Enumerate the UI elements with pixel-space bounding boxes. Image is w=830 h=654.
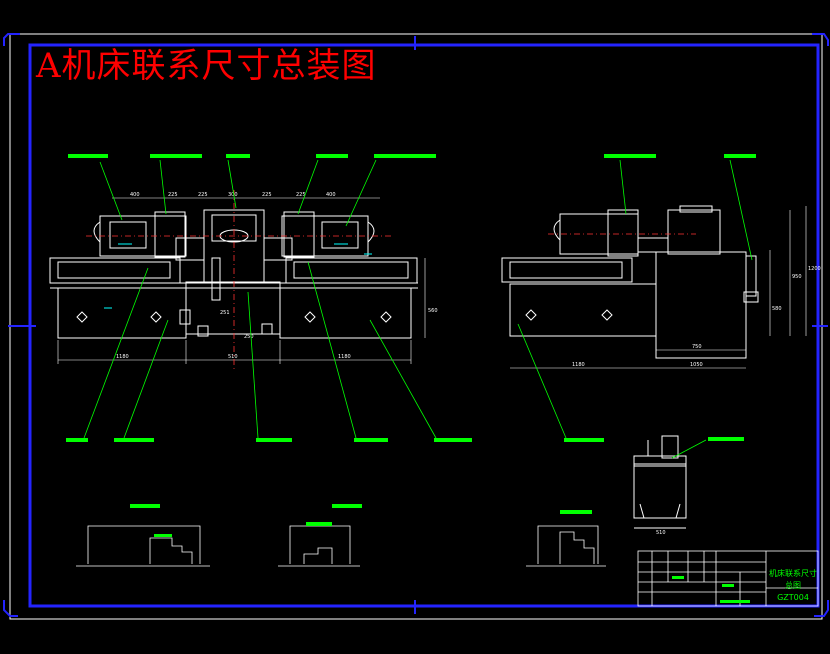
title-block-name-line2: 总图 bbox=[785, 581, 801, 590]
title-block-drawing-name: 机床联系尺寸 总图 bbox=[768, 568, 818, 592]
dim-front-right: 560 bbox=[428, 308, 438, 314]
cycle-diagrams bbox=[76, 525, 606, 567]
side-view bbox=[501, 205, 807, 369]
title-block-drawing-code: GZT004 bbox=[777, 593, 809, 602]
side-bed-base bbox=[509, 283, 657, 337]
title-block-name-line1: 机床联系尺寸 bbox=[769, 569, 817, 578]
dim-front-top-1: 400 bbox=[130, 192, 140, 198]
title-block bbox=[637, 550, 819, 607]
cycle-diagram-center bbox=[289, 525, 351, 564]
front-hidden-lines bbox=[104, 243, 372, 309]
dim-side-right-1: 1200 bbox=[808, 266, 821, 272]
corner-mark-br bbox=[814, 600, 829, 617]
cycle-diagram-left bbox=[87, 525, 201, 564]
dim-front-top-3: 225 bbox=[198, 192, 208, 198]
cycle-diagram-right bbox=[537, 525, 599, 564]
side-column bbox=[655, 251, 747, 359]
detail-view bbox=[633, 435, 687, 529]
corner-mark-bl bbox=[3, 600, 18, 617]
dim-front-bottom-1: 1180 bbox=[116, 354, 129, 360]
cycle-diagram-label-marks bbox=[130, 504, 592, 537]
dim-side-right-3: 580 bbox=[772, 306, 782, 312]
sheet-frame bbox=[3, 33, 829, 620]
right-bed-base bbox=[279, 287, 412, 339]
drawing-title: A机床联系尺寸总装图 bbox=[36, 46, 377, 86]
leader-label-marks bbox=[66, 154, 756, 442]
dim-front-top-5: 225 bbox=[262, 192, 272, 198]
outer-border bbox=[9, 33, 823, 620]
dim-side-mid: 750 bbox=[692, 344, 702, 350]
inner-border bbox=[28, 43, 820, 608]
dim-front-top-2: 225 bbox=[168, 192, 178, 198]
detail-body bbox=[633, 463, 687, 519]
dim-side-right-2: 950 bbox=[792, 274, 802, 280]
dim-detail-bottom: 510 bbox=[656, 530, 666, 536]
front-view bbox=[49, 197, 426, 364]
front-dimension-lines bbox=[57, 197, 426, 364]
dim-front-bottom-2: 510 bbox=[228, 354, 238, 360]
leader-lines bbox=[83, 159, 753, 459]
dim-front-bottom-3: 1180 bbox=[338, 354, 351, 360]
title-block-marks bbox=[672, 576, 750, 603]
dim-side-bottom-2: 1050 bbox=[690, 362, 703, 368]
side-slide-table bbox=[501, 257, 633, 283]
corner-mark-tl bbox=[3, 33, 20, 46]
dim-front-top-6: 225 bbox=[296, 192, 306, 198]
dim-side-bottom-1: 1180 bbox=[572, 362, 585, 368]
dim-front-top-7: 400 bbox=[326, 192, 336, 198]
left-slide-table bbox=[49, 257, 181, 284]
dim-front-small-2: 251 bbox=[220, 310, 230, 316]
side-dimension-lines bbox=[510, 206, 807, 369]
corner-mark-tr bbox=[812, 33, 829, 46]
dim-front-small-1: 250 bbox=[244, 334, 254, 340]
dim-front-top-4: 300 bbox=[228, 192, 238, 198]
right-slide-table bbox=[285, 257, 418, 284]
front-dimension-text: 400 225 225 300 225 225 400 1180 510 118… bbox=[116, 192, 438, 360]
left-bed-base bbox=[57, 287, 187, 339]
front-centerlines bbox=[86, 190, 392, 370]
side-dimension-text: 1180 1050 750 1200 950 580 bbox=[572, 266, 821, 368]
